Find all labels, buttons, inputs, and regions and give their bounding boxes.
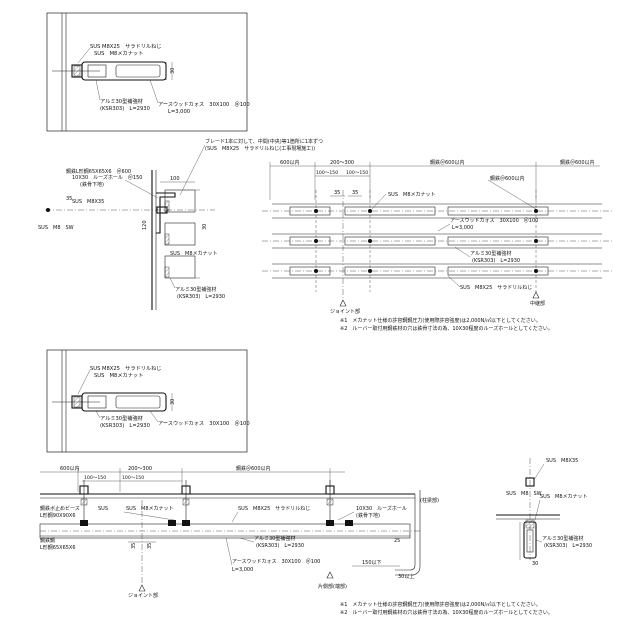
dim-200-300: 200～300	[330, 160, 354, 166]
mid-board: アースウッドカォス 30X100 ＠100	[158, 419, 250, 427]
b-dim-150: 150以下	[362, 560, 382, 566]
br-frame-2: (KSR303) L=2930	[544, 543, 592, 549]
bolt-group-3	[325, 480, 335, 526]
mid-bolt-1: SUS M8X25 サラドリルねじ	[90, 365, 161, 372]
bolt-sw: SUS M8 SW	[38, 225, 74, 231]
b-screw: SUS M8X25 サラドリルねじ	[238, 506, 310, 512]
dim-100-150-b: 100～150	[346, 170, 368, 176]
mid-frame-1: アルミ30型補強材	[100, 414, 143, 422]
b-dim-600: 600以内	[60, 465, 80, 472]
b-loose-1: 10X30 ルーズホール	[356, 505, 407, 512]
b-bolt-nut: SUS M8メカナット	[126, 506, 174, 512]
dim-30-side: 30	[202, 224, 208, 230]
dim-100-150-a: 100～150	[316, 170, 338, 176]
joint-label: ジョイント部	[330, 308, 360, 315]
left-label-3: 鋼鉄鋼	[40, 537, 55, 544]
br-bolt-2: SUS M8 SW	[506, 491, 542, 497]
bolt-group-2	[181, 480, 191, 526]
board-label-1: アースウッドカォス 30X100 ＠100	[158, 100, 250, 108]
plan-frame-2: (KSR303) L=2930	[472, 258, 520, 264]
frame-bottom-1: アルミ30型補強材	[175, 286, 216, 293]
b-dim-35-b: 35	[147, 543, 153, 549]
frame-note-2: 10X30 ルーズホール ＠150	[72, 174, 142, 181]
b-loose-2: (鉄骨下地)	[356, 512, 380, 519]
dim-pitch-2: 鋼鉄＠600以内	[560, 159, 595, 166]
b-dim-25: 25	[394, 538, 400, 544]
left-label-2: L形鋼90X90X6	[40, 512, 76, 519]
plan-top: 600以内 200～300 100～150 100～150 鋼鉄＠600以内 鋼…	[262, 159, 612, 332]
section-bottom-right: 30 SUS M8X35 SUS M8 SW SUS M8メカナット アルミ30…	[496, 458, 592, 567]
b-joint-label: ジョイント部	[128, 592, 158, 599]
left-label-1: 鋼鉄ボ止めビース	[40, 505, 80, 512]
steel-note: 鋼鉄＠600以内	[490, 175, 525, 182]
dim-600-a: 600以内	[280, 159, 300, 166]
dim-35-b: 35	[352, 190, 358, 196]
mid-bolt-2: SUS M8メカナット	[94, 372, 143, 379]
note-2-top: ※2 ルーバー取付用鋼鉄材の穴は鉄骨寸法の為、10X30程度のルーズホールとして…	[340, 325, 553, 332]
b-frame-1: アルミ30型補強材	[254, 535, 295, 542]
b-dim-30-below: 30以上	[398, 573, 414, 580]
board-row-2	[262, 233, 612, 249]
bolt-label-1: SUS M8X25 サラドリルねじ	[90, 43, 161, 50]
note-2-bottom: ※2 ルーバー取付用鋼鉄材の穴は鉄骨寸法の為、10X30程度のルーズホールとして…	[340, 609, 553, 616]
b-dim-pitch: 鋼鉄＠600以内	[236, 465, 271, 472]
blade-note-2: (SUS M8X25 サラドリルねじ(工事現場施工))	[205, 145, 315, 152]
dim-100: 100	[170, 176, 180, 182]
b-frame-2: (KSR303) L=2930	[256, 543, 304, 549]
bolt-nut: SUS M8メカナット	[170, 251, 218, 257]
note-1-bottom: ※1 メカナット仕様の許容鋼鋼圧力(使用際許容強度)は2,000N/㎡以下として…	[340, 601, 541, 608]
center-label: 中継部	[530, 300, 545, 307]
plan-board-1: アースウッドカォス 30X100 ＠100	[450, 217, 538, 224]
b-dim-200-300: 200～300	[128, 466, 152, 472]
br-bolt-1: SUS M8X35	[546, 458, 578, 464]
dim-30-mid: 30	[170, 399, 176, 405]
dim-120: 120	[142, 220, 148, 230]
b-dim-35-a: 35	[131, 543, 137, 549]
b-dim-100-150-a: 100～150	[84, 475, 106, 481]
plan-frame-1: アルミ30型補強材	[470, 250, 511, 257]
board-row-1	[262, 203, 612, 219]
bolt-group-mid	[168, 520, 353, 526]
plan-bottom: 600以内 200～300 100～150 100～150 鋼鉄＠600以内 (…	[39, 465, 553, 616]
b-dim-100-150-b: 100～150	[122, 475, 144, 481]
plan-screw: SUS M8X25 サラドリルねじ	[460, 285, 532, 291]
br-frame-1: アルミ30型補強材	[542, 535, 583, 542]
b-board-2: L=3,000	[232, 567, 253, 573]
bolt-label-2: SUS M8メカナット	[94, 50, 143, 57]
b-bolt-sus: SUS	[98, 506, 108, 512]
b-board-1: アースウッドカォス 30X100 ＠100	[232, 558, 320, 565]
mid-frame-2: (KSR303) L=2930	[100, 423, 150, 429]
plan-board-2: L=3,000	[452, 225, 473, 231]
detail-box-top: 30 SUS M8X25 サラドリルねじ SUS M8メカナット アルミ30型補…	[46, 12, 250, 132]
frame-label-1: アルミ30型補強材	[100, 97, 143, 105]
plan-bolt-nut: SUS M8メカナット	[388, 192, 436, 198]
left-label-4: L形鋼65X65X6	[40, 544, 76, 551]
board-row-3	[262, 263, 612, 279]
bolt-group-1	[79, 480, 89, 526]
dim-pitch: 鋼鉄＠600以内	[430, 159, 465, 166]
frame-label-2: (KSR303) L=2930	[100, 106, 150, 112]
board-label-2: L=3,000	[168, 109, 190, 115]
dim-30-top: 30	[170, 68, 176, 74]
detail-box-middle: 30 SUS M8X25 サラドリルねじ SUS M8メカナット アルミ30型補…	[46, 349, 250, 453]
br-bolt-3: SUS M8メカナット	[540, 494, 588, 500]
corner-label: (柱梁部)	[420, 497, 439, 504]
dim-35-a: 35	[334, 190, 340, 196]
b-center-label: 片側部(端部)	[318, 583, 347, 590]
bolt-m8x35: SUS M8X35	[72, 199, 104, 205]
frame-note-1: 鋼鉄L形鋼65X65X6 ＠600	[66, 168, 131, 175]
blade-note-1: ブレード1本に対して、中間(中央)等1箇所に1本ずつ	[205, 138, 323, 145]
section-left-top: ブレード1本に対して、中間(中央)等1箇所に1本ずつ (SUS M8X25 サラ…	[38, 138, 323, 310]
note-1-top: ※1 メカナット仕様の許容鋼鋼圧力(使用際許容強度)は2,000N/㎡以下として…	[340, 317, 541, 324]
frame-note-3: (鉄骨下地)	[80, 181, 104, 188]
frame-bottom-2: (KSR303) L=2930	[177, 294, 225, 300]
dim-35: 35	[66, 196, 72, 202]
br-dim-30: 30	[532, 561, 538, 567]
